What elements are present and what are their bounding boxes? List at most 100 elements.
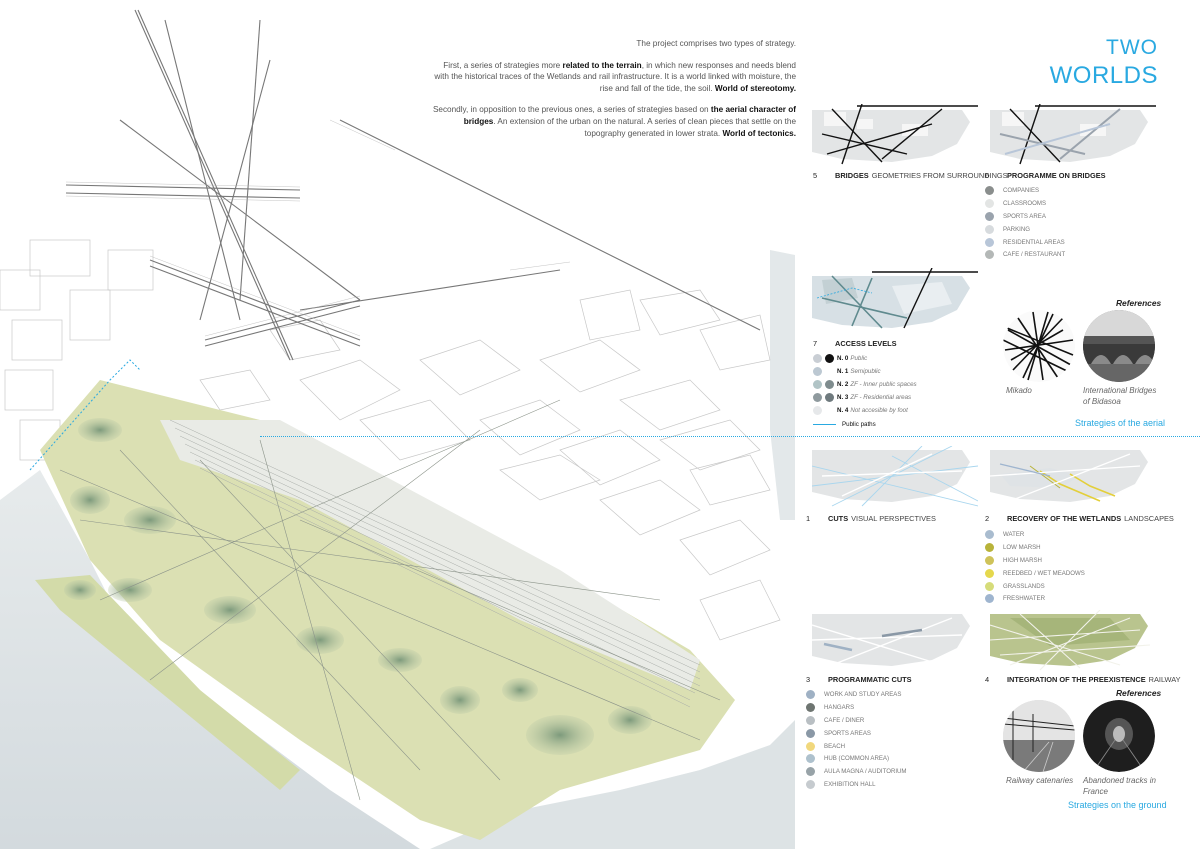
legend-swatch	[806, 767, 815, 777]
intro-text: The project comprises two types of strat…	[430, 38, 796, 149]
legend-label: CAFE / RESTAURANT	[1003, 251, 1066, 259]
programmatic-cuts-legend: WORK AND STUDY AREAS HANGARS CAFE / DINER S…	[806, 688, 907, 791]
programmatic-cuts-legend-row: SPORTS AREAS	[806, 727, 907, 740]
legend-swatch	[806, 780, 815, 790]
access-level-swatch	[825, 354, 834, 363]
legend-label: SPORTS AREAS	[824, 729, 871, 737]
access-level-swatch	[825, 380, 834, 389]
tree-clusters	[64, 418, 652, 755]
legend-swatch	[806, 689, 815, 699]
legend-swatch	[806, 702, 815, 712]
legend-label: PARKING	[1003, 225, 1030, 233]
access-level-swatch	[813, 406, 822, 415]
public-paths-legend: Public paths	[813, 418, 876, 431]
strategy-divider-line	[260, 436, 1200, 437]
access-level-description: Semipublic	[850, 368, 881, 375]
programmatic-cuts-legend-row: WORK AND STUDY AREAS	[806, 688, 907, 701]
wetland-park-lower	[35, 575, 300, 790]
legend-label: EXHIBITION HALL	[824, 781, 876, 789]
legend-swatch	[806, 741, 815, 751]
legend-swatch	[985, 237, 994, 247]
legend-swatch	[985, 529, 994, 539]
wetlands-legend-row: LOW MARSH	[985, 541, 1085, 554]
public-path-line-swatch	[813, 424, 836, 425]
programmatic-cuts-legend-row: CAFE / DINER	[806, 714, 907, 727]
access-level-description: Public	[850, 355, 868, 362]
legend-label: REEDBED / WET MEADOWS	[1003, 569, 1085, 577]
river-water-east	[770, 250, 795, 520]
mikado-reference-image	[1003, 310, 1075, 382]
legend-swatch	[806, 728, 815, 738]
railway-catenaries-reference-image	[1003, 700, 1075, 772]
legend-label: LOW MARSH	[1003, 543, 1041, 551]
bridges-diagram	[812, 104, 978, 165]
legend-label: HANGARS	[824, 703, 855, 711]
wetlands-legend-row: HIGH MARSH	[985, 554, 1085, 567]
bridge-programme-legend-row: COMPANIES	[985, 184, 1065, 197]
bidasoa-bridges-reference-image	[1083, 310, 1155, 382]
bridge-programme-legend-row: SPORTS AREA	[985, 210, 1065, 223]
programmatic-cuts-legend-row: BEACH	[806, 740, 907, 753]
access-level-description: ZF - Residential areas	[850, 394, 912, 401]
access-level-swatch	[825, 393, 834, 402]
abandoned-tracks-caption: Abandoned tracks in France	[1083, 776, 1156, 796]
cuts-diagram	[812, 446, 978, 507]
intro-paragraph-1: The project comprises two types of strat…	[636, 39, 796, 48]
legend-label: HIGH MARSH	[1003, 556, 1042, 564]
bridge-programme-legend-row: RESIDENTIAL AREAS	[985, 236, 1065, 249]
intro-paragraph-3: Secondly, in opposition to the previous …	[432, 105, 796, 138]
access-level-code: N. 2	[837, 381, 849, 388]
urban-fabric	[0, 239, 781, 641]
access-level-swatch	[813, 354, 822, 363]
strategies-on-the-ground-label: Strategies on the ground	[1068, 800, 1167, 810]
bridge-programme-legend-row: CAFE / RESTAURANT	[985, 248, 1065, 261]
legend-swatch	[985, 198, 994, 208]
access-level-swatch	[813, 393, 822, 402]
title-line-1: TWO	[1106, 36, 1158, 59]
references-heading-aerial: References	[1116, 298, 1162, 308]
access-level-code: N. 3	[837, 394, 849, 401]
public-paths-legend-row: Public paths	[813, 418, 876, 431]
strategies-of-the-aerial-label: Strategies of the aerial	[1075, 418, 1166, 428]
railway-catenaries-caption: Railway catenaries	[1006, 776, 1074, 785]
legend-label: WATER	[1003, 530, 1025, 538]
bridge-structure-hatching	[65, 119, 571, 337]
legend-label: RESIDENTIAL AREAS	[1003, 238, 1065, 246]
programmatic-cuts-legend-row: EXHIBITION HALL	[806, 778, 907, 791]
legend-swatch	[985, 568, 994, 578]
bridge-programme-legend-row: PARKING	[985, 223, 1065, 236]
programmatic-cuts-legend-row: HUB (COMMON AREA)	[806, 752, 907, 765]
access-level-description: Not accesible by foot	[850, 407, 908, 414]
intro-paragraph-2: First, a series of strategies more relat…	[434, 60, 796, 93]
wetlands-legend-row: WATER	[985, 528, 1085, 541]
references-heading-ground: References	[1116, 688, 1162, 698]
legend-label: AULA MAGNA / AUDITORIUM	[824, 768, 907, 776]
programmatic-cuts-legend-row: AULA MAGNA / AUDITORIUM	[806, 765, 907, 778]
bidasoa-caption: International Bridges of Bidasoa	[1083, 386, 1157, 406]
legend-swatch	[985, 581, 994, 591]
public-paths-label: Public paths	[842, 421, 876, 428]
programme-on-bridges-diagram	[990, 104, 1156, 165]
legend-label: GRASSLANDS	[1003, 582, 1045, 590]
legend-swatch	[985, 542, 994, 552]
programmatic-cuts-diagram	[812, 614, 970, 666]
wetlands-recovery-diagram	[990, 450, 1148, 502]
legend-label: WORK AND STUDY AREAS	[824, 690, 902, 698]
